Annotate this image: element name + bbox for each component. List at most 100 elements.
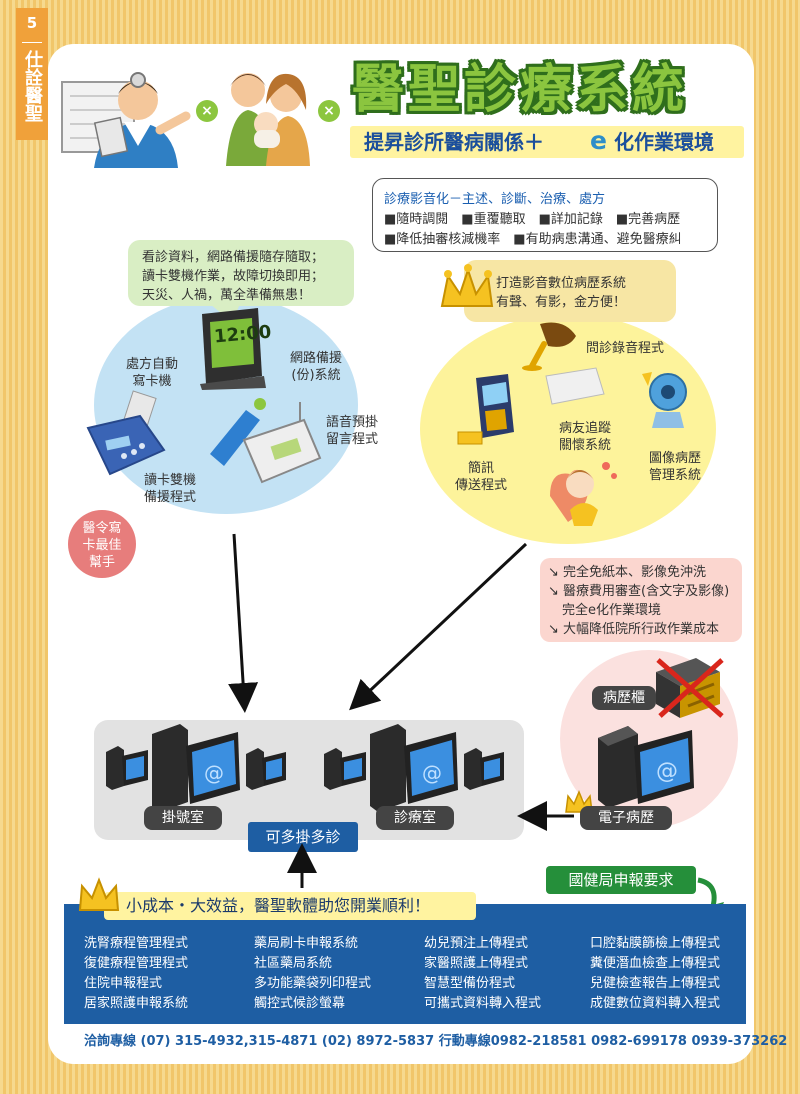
label-line: 留言程式 <box>325 432 378 447</box>
label-line: 讀卡雙機 <box>143 473 196 488</box>
card-reader-icon <box>86 390 166 476</box>
svg-text:@: @ <box>422 761 442 785</box>
side-divider <box>22 42 42 43</box>
backup-label: 網路備援 (份)系統 <box>280 350 352 384</box>
callout-line: 有聲、有影，金方便！ <box>496 295 627 310</box>
emr-computer-icon: @ <box>598 726 694 808</box>
arrow-icon: ↘ <box>548 565 559 580</box>
crossed-cabinet-icon <box>656 658 724 718</box>
reader-label: 讀卡雙機 備援程式 <box>134 472 206 506</box>
benefit-list: ↘ 完全免紙本、影像免沖洗 ↘ 醫療費用審查(含文字及影像) 完全e化作業環境 … <box>548 563 738 639</box>
small-computer-icon <box>464 748 504 790</box>
label-line: (份)系統 <box>291 368 341 383</box>
label-line: 傳送程式 <box>454 478 507 493</box>
clinic-computers: @ @ <box>106 724 504 812</box>
backup-callout <box>128 240 354 306</box>
benefit-item: ↘ 醫療費用審查(含文字及影像) <box>548 582 738 601</box>
program-item: 住院申報程式 <box>84 976 163 991</box>
slogan-text: 小成本・大效益，醫聖軟體助您開業順利！ <box>126 896 431 915</box>
rx-card-label: 處方自動 寫卡機 <box>118 356 186 390</box>
side-tab <box>16 8 48 140</box>
backup-server-icon <box>200 308 266 390</box>
program-band <box>64 904 746 1024</box>
bubble-line: 幫手 <box>88 555 115 570</box>
subtitle-e-letter: e <box>590 126 607 155</box>
crown-icon <box>440 264 494 307</box>
callout-line: 看診資料，網路備援隨存隨取； <box>142 250 325 265</box>
small-computer-icon <box>246 748 286 790</box>
program-item: 兒健檢查報告上傳程式 <box>590 976 721 991</box>
contact-line: 洽詢專線 (07) 315-4932,315-4871 (02) 8972-58… <box>84 1034 788 1049</box>
program-item: 口腔黏膜篩檢上傳程式 <box>590 936 721 951</box>
diagnosis-row: ■降低抽審核減機率 ■有助病患溝通、避免醫療糾 <box>384 232 682 247</box>
backup-callout-text: 看診資料，網路備援隨存隨取； 讀卡雙機作業，故障切換即用； 天災、人禍，萬全準備… <box>142 248 348 305</box>
subtitle-part-b: 化作業環境 <box>614 130 714 154</box>
diagnosis-box <box>372 178 718 252</box>
benefit-item: ↘ 完全免紙本、影像免沖洗 <box>548 563 738 582</box>
program-column: 洗腎療程管理程式 復健療程管理程式 住院申報程式 居家照護申報系統 <box>84 934 188 1014</box>
label-line: 網路備援 <box>289 351 342 366</box>
benefit-item: ↘ 大幅降低院所行政作業成本 <box>548 620 738 639</box>
clinic-room-label: 診療室 <box>376 806 454 830</box>
benefit-text: 大幅降低院所行政作業成本 <box>563 622 720 637</box>
label-line: 病友追蹤 <box>558 421 611 436</box>
recording-label: 問診錄音程式 <box>586 341 665 356</box>
benefit-text: 完全e化作業環境 <box>562 603 661 618</box>
program-item: 藥局刷卡申報系統 <box>254 936 359 951</box>
prescription-helper-text: 醫令寫 卡最佳 幫手 <box>78 520 126 571</box>
emr-label: 電子病歷 <box>580 806 672 830</box>
label-line: 圖像病歷 <box>648 451 701 466</box>
subtitle-bar <box>350 126 744 158</box>
arrow-icon: ↘ <box>548 622 559 637</box>
svg-text:@: @ <box>656 759 678 784</box>
webcam-icon <box>642 372 687 428</box>
program-column: 幼兒預注上傳程式 家醫照護上傳程式 智慧型備份程式 可攜式資料轉入程式 <box>424 934 541 1014</box>
callout-line: 天災、人禍，萬全準備無患！ <box>142 288 312 303</box>
family-icon <box>226 73 310 166</box>
label-line: 關懷系統 <box>558 438 611 453</box>
callout-line: 打造影音數位病歷系統 <box>496 276 627 291</box>
label-line: 簡訊 <box>467 461 494 476</box>
program-item: 洗腎療程管理程式 <box>84 936 189 951</box>
svg-text:@: @ <box>204 761 224 785</box>
page-title: 醫聖診療系統 <box>352 60 689 120</box>
mobile-phone-icon <box>457 374 514 445</box>
sms-label: 簡訊 傳送程式 <box>446 460 516 494</box>
label-line: 處方自動 <box>125 357 178 372</box>
microphone-icon <box>522 322 576 371</box>
arrow-right-down <box>349 542 528 711</box>
multimedia-callout <box>464 260 676 322</box>
patient-care-icon <box>550 462 617 526</box>
small-computer-icon <box>324 748 366 790</box>
program-column: 藥局刷卡申報系統 社區藥局系統 多功能藥袋列印程式 觸控式候診螢幕 <box>254 934 371 1014</box>
multiply-badge: × <box>196 100 218 122</box>
cabinet-label: 病歷櫃 <box>592 686 656 710</box>
program-item: 幼兒預注上傳程式 <box>424 936 529 951</box>
benefit-item: 完全e化作業環境 <box>548 601 738 620</box>
image-record-label: 圖像病歷 管理系統 <box>640 450 710 484</box>
telephone-icon <box>210 398 322 484</box>
program-item: 智慧型備份程式 <box>424 976 516 991</box>
small-computer-icon <box>106 746 148 790</box>
bubble-line: 卡最佳 <box>82 538 122 553</box>
slogan-bar <box>104 892 476 920</box>
program-column: 口腔黏膜篩檢上傳程式 糞便潛血檢查上傳程式 兒健檢查報告上傳程式 成健數位資料轉… <box>590 934 720 1014</box>
program-item: 觸控式候診螢幕 <box>254 996 346 1011</box>
paper-icon <box>545 367 605 405</box>
label-line: 備援程式 <box>143 490 196 505</box>
benefit-text: 完全免紙本、影像免沖洗 <box>563 565 707 580</box>
program-item: 社區藥局系統 <box>254 956 333 971</box>
bubble-line: 醫令寫 <box>82 521 122 536</box>
care-label: 病友追蹤 關懷系統 <box>550 420 620 454</box>
label-line: 語音預掛 <box>325 415 378 430</box>
program-item: 可攜式資料轉入程式 <box>424 996 542 1011</box>
program-item: 成健數位資料轉入程式 <box>590 996 721 1011</box>
registration-room-label: 掛號室 <box>144 806 222 830</box>
program-item: 居家照護申報系統 <box>84 996 189 1011</box>
large-computer-icon: @ <box>370 724 458 812</box>
multimedia-callout-text: 打造影音數位病歷系統 有聲、有影，金方便！ <box>496 274 672 312</box>
diagnosis-row: ■隨時調閱 ■重覆聽取 ■詳加記錄 ■完善病歷 <box>384 212 681 227</box>
arrow-left-down <box>228 533 259 713</box>
label-line: 寫卡機 <box>132 374 172 389</box>
program-item: 多功能藥袋列印程式 <box>254 976 372 991</box>
